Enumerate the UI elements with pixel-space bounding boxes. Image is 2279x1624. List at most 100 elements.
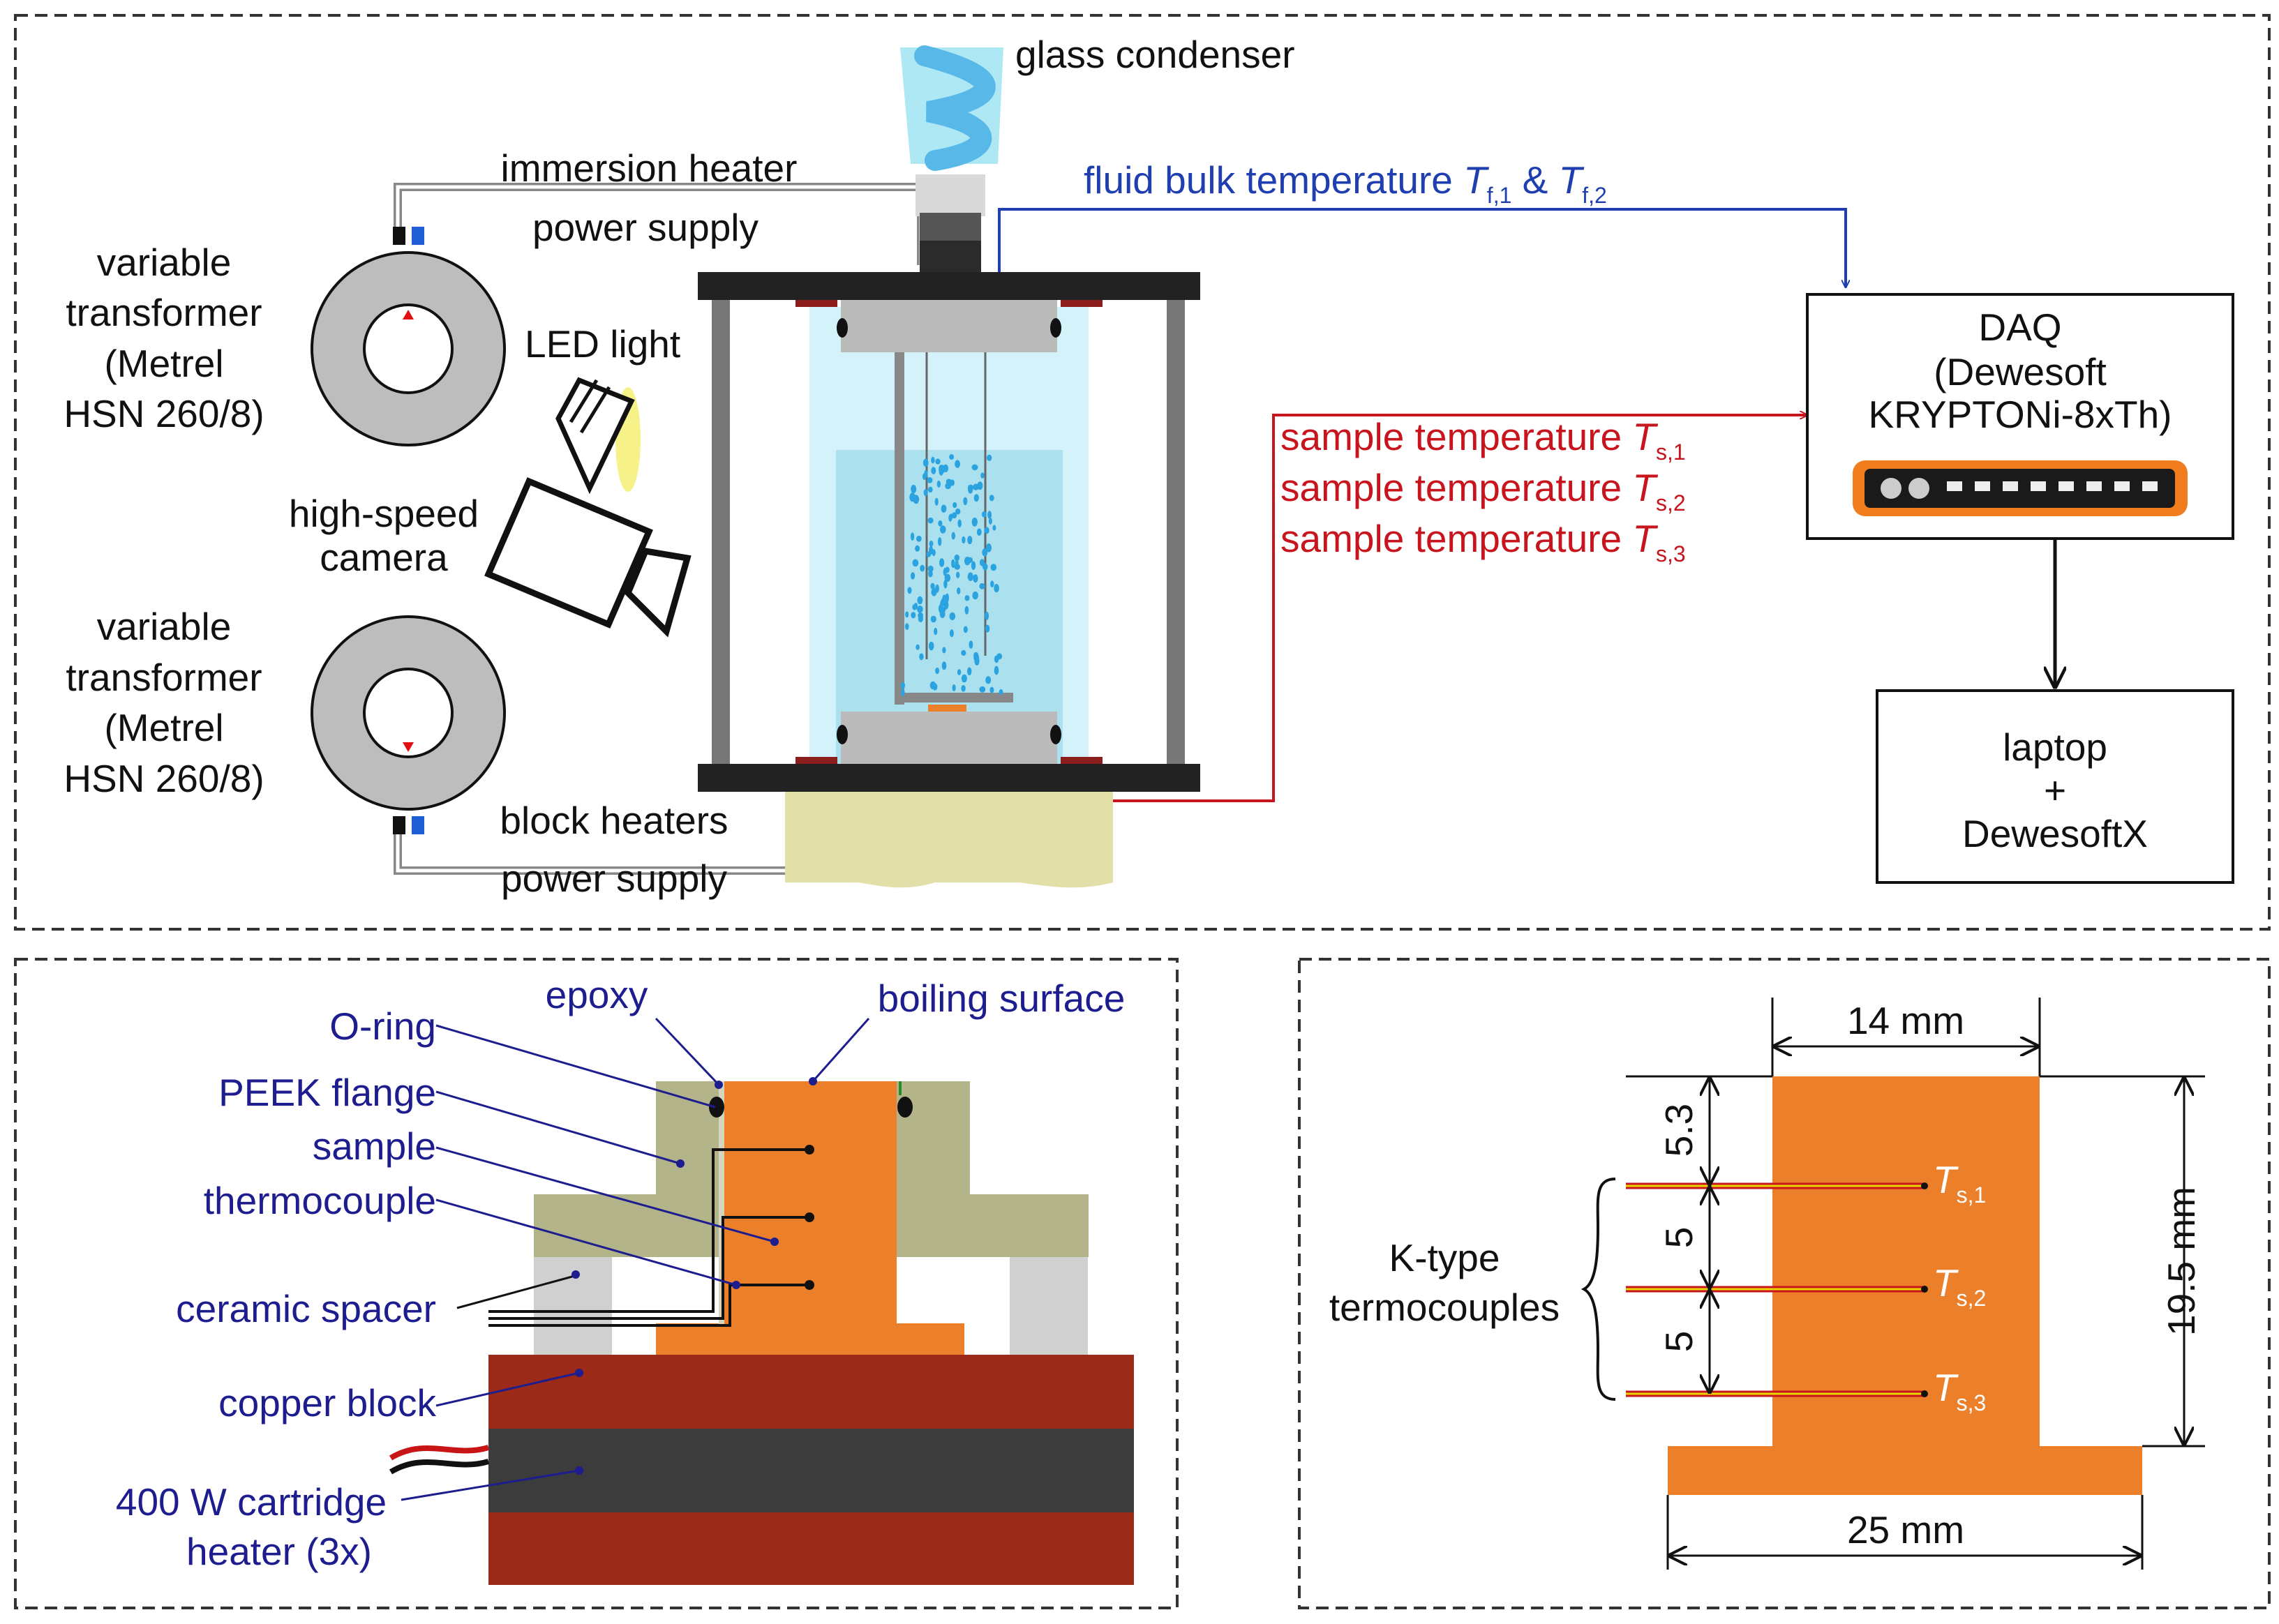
bubble: [931, 456, 935, 464]
bubble: [929, 681, 936, 690]
bubble: [920, 564, 925, 572]
bubble: [916, 644, 920, 650]
o-ring-label: O-ring: [329, 1005, 436, 1048]
bubble: [917, 596, 923, 605]
bubble: [967, 572, 973, 581]
svg-text:HSN 260/8): HSN 260/8): [63, 757, 264, 800]
bubble: [939, 558, 945, 567]
bubble: [927, 486, 933, 493]
bubble: [927, 477, 933, 483]
variable-transformer-2-label: variable transformer (Metrel HSN 260/8): [63, 605, 264, 800]
dimension-5-a-label: 5: [1657, 1227, 1701, 1249]
bubble: [985, 676, 992, 684]
bubble: [952, 502, 957, 509]
svg-text:termocouples: termocouples: [1329, 1286, 1560, 1329]
ceramic-spacer-left: [534, 1256, 612, 1355]
bubble: [961, 674, 967, 683]
camera-icon: [484, 477, 692, 638]
bubble: [961, 649, 966, 656]
dim-thermocouples: [1626, 1182, 1928, 1397]
bubble: [940, 606, 946, 612]
ts3-label: Ts,3: [1933, 1366, 1986, 1415]
bubble: [909, 493, 916, 502]
bubble: [973, 654, 980, 662]
bubble: [967, 667, 972, 676]
immersion-heater-label: immersion heater: [501, 146, 798, 190]
bubble: [945, 566, 950, 573]
svg-text:DewesoftX: DewesoftX: [1962, 812, 2148, 855]
bubble: [957, 587, 961, 594]
power-supply-bottom-label: power supply: [501, 857, 728, 900]
bubble: [928, 641, 934, 651]
bubble: [938, 537, 942, 546]
bubble: [990, 564, 997, 571]
bubble: [901, 689, 905, 697]
dimension-panel-border: [1298, 958, 2271, 1609]
leader-lines: [401, 1017, 870, 1501]
bubble: [990, 580, 994, 588]
bubble: [972, 591, 978, 600]
power-supply-top-label: power supply: [532, 206, 759, 249]
bubble: [931, 587, 937, 596]
bubble: [962, 536, 966, 544]
boiling-surface-label: boiling surface: [878, 977, 1126, 1020]
bubble: [956, 571, 960, 578]
svg-text:high-speed: high-speed: [289, 492, 479, 535]
bubble: [968, 484, 973, 494]
bubble: [938, 520, 943, 527]
sample-temperature-1-label: sample temperature Ts,1: [1280, 415, 1686, 465]
bubble: [985, 624, 990, 633]
bubble: [973, 574, 978, 583]
bubble: [911, 484, 917, 494]
bubble: [951, 532, 956, 540]
bubble: [955, 460, 960, 468]
svg-text:K-type: K-type: [1389, 1236, 1500, 1279]
bubble: [931, 467, 936, 474]
bubble: [944, 573, 951, 582]
bubble: [930, 615, 936, 623]
bubble: [982, 511, 987, 518]
bubble: [905, 611, 909, 618]
variable-transformer-2: [311, 615, 506, 834]
bubble: [935, 458, 941, 465]
variable-transformer-1: [311, 227, 506, 446]
bubble: [989, 495, 994, 502]
dimension-5-3-label: 5.3: [1657, 1104, 1701, 1157]
thermocouple-label: thermocouple: [204, 1179, 436, 1222]
dimension-5-b-label: 5: [1657, 1331, 1701, 1353]
bubble: [955, 559, 959, 568]
svg-text:laptop: laptop: [2003, 725, 2107, 769]
bubble: [929, 546, 934, 555]
bubble: [949, 629, 954, 638]
svg-text:KRYPTONi-8xTh): KRYPTONi-8xTh): [1868, 393, 2172, 436]
bubble: [963, 497, 968, 506]
bubble: [923, 489, 928, 497]
bubble: [900, 682, 905, 689]
svg-text:heater (3x): heater (3x): [186, 1530, 372, 1573]
detail-panel-border: [14, 958, 1179, 1609]
epoxy-label: epoxy: [546, 973, 648, 1016]
bubble: [987, 454, 992, 461]
bubble: [979, 686, 986, 693]
bubble: [964, 606, 969, 615]
bubble: [943, 580, 948, 589]
bubble: [917, 606, 923, 613]
bubble: [992, 525, 996, 531]
bubble: [980, 472, 985, 479]
ceramic-spacer-right: [1010, 1256, 1088, 1355]
daq-box: [1806, 293, 2234, 540]
termocouples-brace: [1581, 1178, 1616, 1401]
bubble: [927, 565, 934, 573]
svg-text:400 W cartridge: 400 W cartridge: [116, 1480, 387, 1524]
width-top-label: 14 mm: [1847, 999, 1964, 1042]
bubble: [967, 536, 973, 545]
ceramic-spacer-label: ceramic spacer: [176, 1287, 436, 1330]
bubble: [982, 562, 987, 569]
bubble: [989, 686, 994, 693]
bubble: [924, 469, 928, 478]
bubble: [985, 611, 989, 620]
bubble: [939, 465, 943, 474]
bubble: [940, 525, 946, 534]
bubble: [999, 689, 1003, 696]
led-light-label: LED light: [525, 322, 680, 366]
